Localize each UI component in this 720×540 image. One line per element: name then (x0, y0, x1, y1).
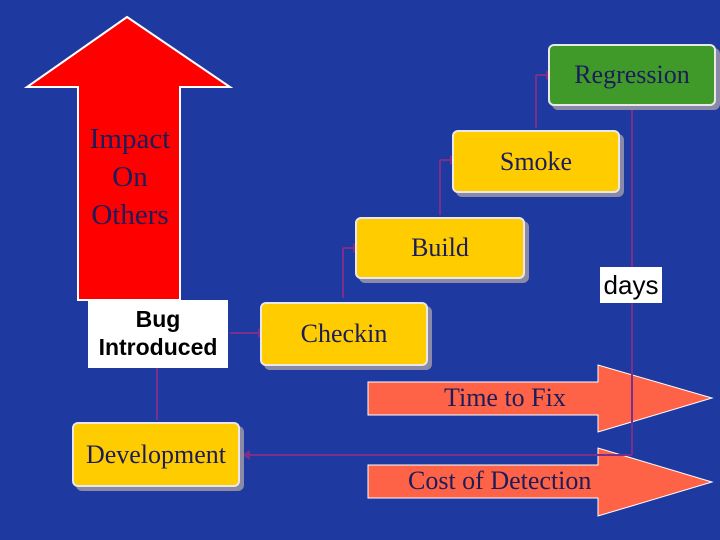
impact-on-others-label: Impact On Others (80, 120, 180, 234)
checkin-label: Checkin (300, 319, 388, 348)
build-box: Build (355, 217, 525, 279)
bug-line-1: Bug (135, 306, 181, 333)
time-to-fix-label: Time to Fix (444, 383, 566, 412)
bug-introduced-box: Bug Introduced (88, 300, 228, 368)
development-label: Development (85, 439, 227, 469)
cost-of-detection-label: Cost of Detection (408, 466, 592, 495)
regression-label: Regression (574, 60, 690, 89)
impact-line-1: Impact (89, 123, 171, 155)
regression-box: Regression (548, 44, 716, 106)
impact-line-2: On (112, 161, 148, 193)
impact-line-3: Others (91, 199, 169, 231)
smoke-label: Smoke (499, 146, 573, 176)
development-box: Development (72, 422, 240, 487)
smoke-box: Smoke (452, 130, 620, 193)
days-label-box: days (600, 267, 662, 303)
arrowhead-development (242, 450, 250, 460)
build-label: Build (411, 233, 469, 262)
days-label: days (603, 269, 659, 300)
checkin-box: Checkin (260, 302, 428, 366)
bug-line-2: Introduced (98, 334, 218, 360)
